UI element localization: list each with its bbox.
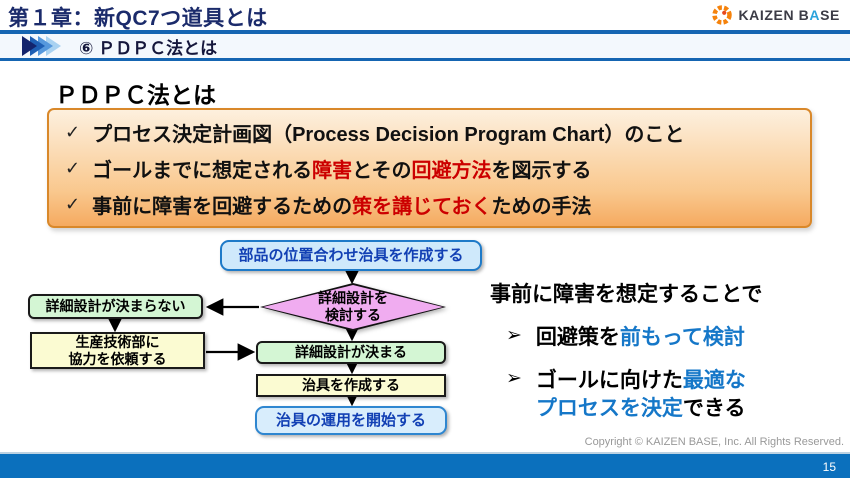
flow-node-decided: 詳細設計が決まる (256, 341, 446, 364)
summary-bullet-3: ✓ 事前に障害を回避するための策を講じておくための手法 (65, 186, 794, 222)
flow-node-create: 治具を作成する (256, 374, 446, 397)
kaizen-base-logo: KAIZEN BASE (711, 4, 840, 26)
flow-node-decision-label: 詳細設計を 検討する (318, 290, 388, 323)
arrow-bullet-icon: ➢ (506, 368, 522, 390)
benefit-item-1: ➢ 回避策を前もって検討 (490, 324, 840, 351)
summary-bullet-1-text: プロセス決定計画図（Process Decision Program Chart… (92, 123, 685, 146)
flow-node-fail: 詳細設計が決まらない (28, 294, 203, 319)
summary-bullet-3-text: 事前に障害を回避するための策を講じておくための手法 (92, 195, 592, 218)
flow-node-start: 部品の位置合わせ治具を作成する (220, 240, 482, 271)
footer-bar: 15 (0, 452, 850, 478)
section-banner: ⑥ ＰＤＰＣ法とは (0, 30, 850, 61)
benefits-panel: 事前に障害を想定することで ➢ 回避策を前もって検討 ➢ ゴールに向けた最適なプ… (490, 278, 840, 438)
flow-node-decision: 詳細設計を 検討する (260, 283, 446, 331)
summary-bullet-2-text: ゴールまでに想定される障害とその回避方法を図示する (92, 159, 592, 182)
summary-box: ✓ プロセス決定計画図（Process Decision Program Cha… (47, 108, 812, 228)
flow-node-request: 生産技術部に 協力を依頼する (30, 332, 205, 369)
section-title: ⑥ ＰＤＰＣ法とは (79, 38, 218, 58)
logo-accent-letter: A (809, 7, 821, 23)
benefit-item-2-text: ゴールに向けた最適なプロセスを決定できる (535, 369, 746, 420)
page-title: ＰＤＰＣ法とは (55, 82, 216, 108)
logo-text: KAIZEN BASE (738, 7, 840, 23)
arrow-bullet-icon: ➢ (506, 325, 522, 346)
checkmark-icon: ✓ (65, 157, 81, 178)
chapter-title: 第１章：新QC7つ道具とは (8, 7, 268, 30)
pdpc-flowchart: 部品の位置合わせ治具を作成する 詳細設計を 検討する 詳細設計が決まらない 生産… (20, 238, 490, 443)
summary-bullet-1: ✓ プロセス決定計画図（Process Decision Program Cha… (65, 114, 794, 150)
flow-node-operate: 治具の運用を開始する (255, 406, 447, 435)
page-number: 15 (822, 460, 836, 474)
header: 第１章：新QC7つ道具とは KAIZEN BASE (0, 0, 850, 30)
chevron-arrows-icon (22, 36, 61, 56)
benefits-heading: 事前に障害を想定することで (490, 283, 763, 306)
gear-swirl-icon (712, 5, 733, 25)
copyright-text: Copyright © KAIZEN BASE, Inc. All Rights… (584, 436, 844, 448)
checkmark-icon: ✓ (65, 121, 81, 142)
chevron-icon (22, 36, 37, 56)
checkmark-icon: ✓ (65, 193, 81, 214)
benefit-item-2: ➢ ゴールに向けた最適なプロセスを決定できる (490, 367, 840, 422)
summary-bullet-2: ✓ ゴールまでに想定される障害とその回避方法を図示する (65, 150, 794, 186)
benefit-item-1-text: 回避策を前もって検討 (535, 326, 745, 349)
